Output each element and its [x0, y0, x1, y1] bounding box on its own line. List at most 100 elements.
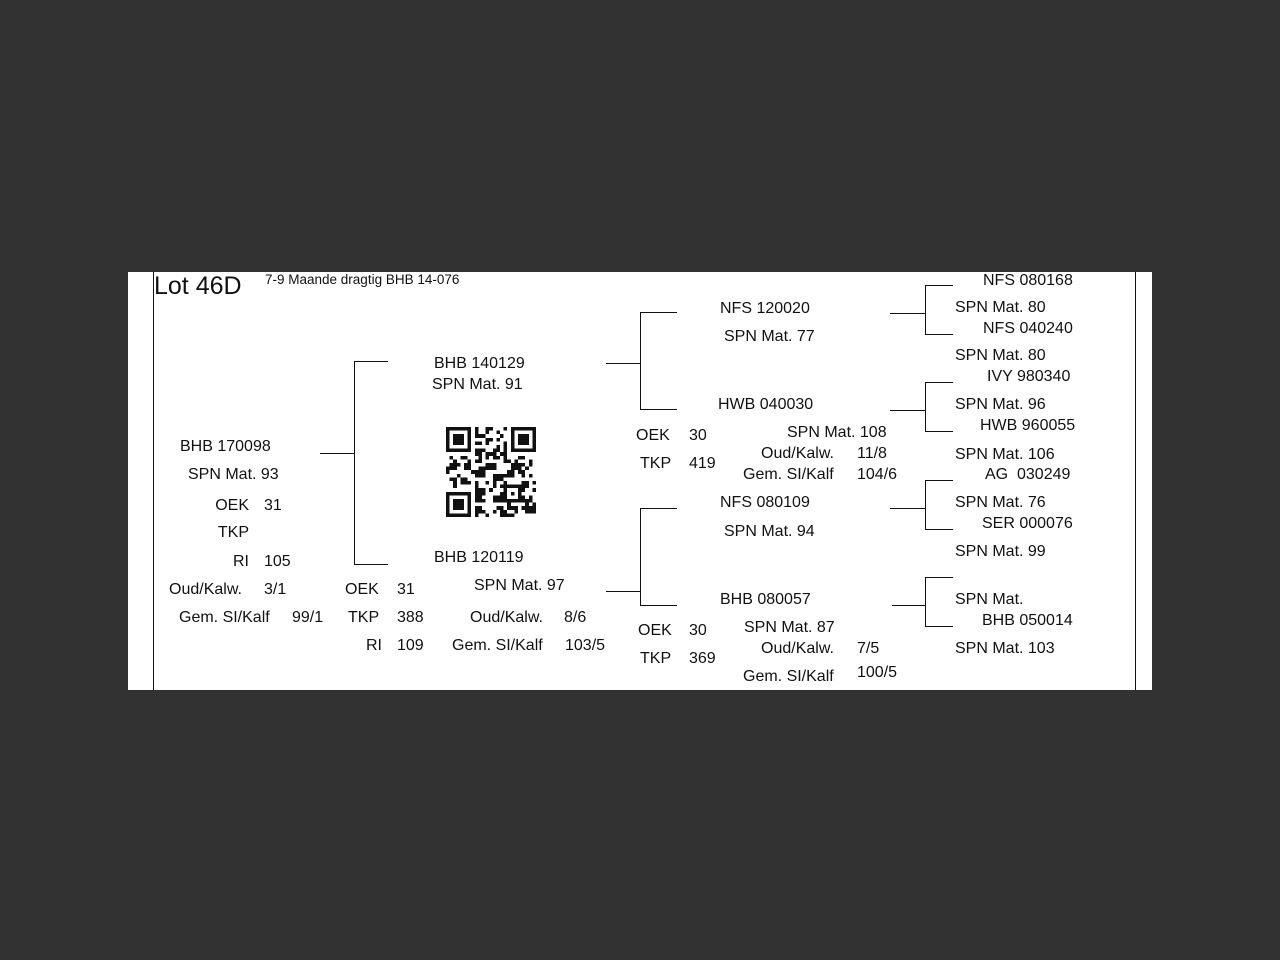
qr-module [485, 481, 490, 485]
qr-module [510, 491, 515, 496]
qr-module [453, 437, 457, 442]
qr-module [510, 470, 515, 474]
qr-module [485, 513, 490, 517]
qr-module [492, 481, 497, 485]
qr-module [507, 502, 511, 507]
qr-module [507, 499, 511, 503]
gen3-8-spn: SPN Mat. 103 [955, 640, 1055, 657]
qr-module [449, 448, 454, 453]
qr-module [532, 509, 536, 514]
qr-module [446, 430, 450, 435]
animal-spn: SPN Mat. 93 [188, 466, 279, 483]
connector-g2-d-top [925, 577, 953, 578]
qr-module [510, 427, 515, 431]
animal-oek-label: OEK [215, 497, 249, 514]
qr-module [496, 506, 500, 510]
qr-module [482, 509, 486, 514]
qr-module [532, 488, 536, 492]
qr-module [521, 484, 526, 489]
qr-module [532, 448, 536, 453]
qr-module [464, 466, 468, 471]
dam-dam-tkp-value: 369 [689, 650, 716, 667]
qr-module [453, 513, 457, 517]
qr-module [528, 506, 533, 510]
qr-module [449, 466, 454, 471]
qr-module [449, 427, 454, 431]
qr-module [496, 448, 500, 453]
qr-module [503, 448, 508, 453]
dam-sire-id: NFS 080109 [720, 494, 810, 511]
qr-module [507, 473, 511, 478]
connector-animal [320, 453, 354, 454]
dam-tkp-value: 388 [397, 609, 424, 626]
qr-module [478, 499, 482, 503]
qr-module [446, 506, 450, 510]
sire-sire-spn: SPN Mat. 77 [724, 328, 815, 345]
qr-module [474, 488, 479, 492]
qr-module [500, 484, 504, 489]
qr-module [456, 506, 461, 510]
qr-module [496, 437, 500, 442]
qr-module [474, 491, 479, 496]
qr-module [521, 506, 526, 510]
qr-module [514, 427, 518, 431]
qr-module [496, 430, 500, 435]
qr-module [467, 463, 472, 467]
qr-module [467, 481, 472, 485]
connector-g2-a-out [890, 313, 925, 314]
qr-module [464, 481, 468, 485]
connector-sire-dam [640, 409, 677, 410]
qr-module [503, 491, 508, 496]
qr-module [467, 434, 472, 438]
qr-module [518, 434, 522, 438]
qr-module [521, 481, 526, 485]
qr-module [485, 441, 490, 445]
qr-module [510, 466, 515, 471]
lot-title: Lot 46D [154, 272, 242, 300]
sire-dam-oek-label: OEK [636, 427, 670, 444]
qr-module [525, 441, 529, 445]
qr-module [503, 445, 508, 449]
qr-module [518, 495, 522, 499]
qr-module [449, 491, 454, 496]
qr-module [478, 466, 482, 471]
sire-dam-gem-value: 104/6 [857, 466, 898, 483]
qr-module [492, 477, 497, 481]
qr-module [474, 513, 479, 517]
qr-module [446, 466, 450, 471]
qr-module [525, 437, 529, 442]
qr-module [528, 499, 533, 503]
qr-module [453, 441, 457, 445]
qr-module [503, 455, 508, 460]
dam-spn: SPN Mat. 97 [474, 577, 565, 594]
qr-module [456, 491, 461, 496]
qr-module [446, 509, 450, 514]
connector-g2-a-bottom [925, 334, 953, 335]
qr-module [518, 448, 522, 453]
qr-module [456, 434, 461, 438]
qr-module [528, 509, 533, 514]
qr-module [446, 491, 450, 496]
qr-module [474, 470, 479, 474]
qr-module [525, 506, 529, 510]
qr-module [514, 459, 518, 463]
qr-module [503, 427, 508, 431]
animal-tkp-label: TKP [217, 524, 249, 541]
dam-dam-oek-label: OEK [638, 622, 672, 639]
qr-module [478, 495, 482, 499]
dam-dam-spn: SPN Mat. 87 [744, 619, 835, 636]
qr-module [446, 441, 450, 445]
qr-module [492, 495, 497, 499]
qr-module [521, 463, 526, 467]
qr-module [478, 473, 482, 478]
qr-module [453, 502, 457, 507]
qr-module [521, 441, 526, 445]
qr-module [449, 455, 454, 460]
qr-module [521, 448, 526, 453]
qr-module [482, 491, 486, 496]
qr-module [532, 481, 536, 485]
qr-module [485, 437, 490, 442]
qr-module [446, 495, 450, 499]
qr-code [446, 427, 536, 517]
qr-module [446, 513, 450, 517]
